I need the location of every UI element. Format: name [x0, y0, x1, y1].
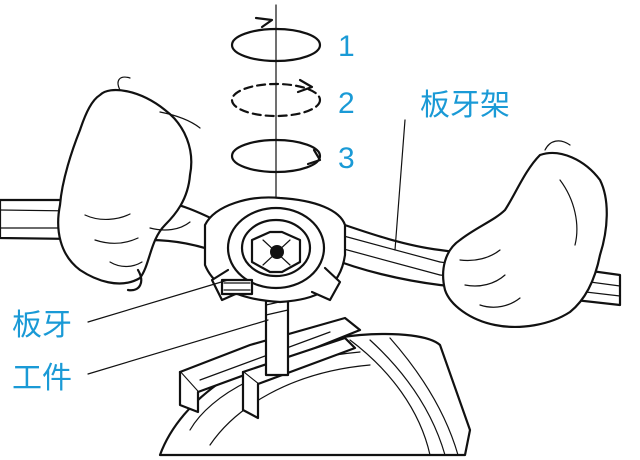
label-die: 板牙: [12, 309, 72, 342]
step-number-3: 3: [338, 142, 355, 175]
label-die-holder: 板牙架: [420, 89, 510, 122]
right-hand: [442, 140, 608, 328]
leader-workpiece: [87, 319, 269, 375]
rotation-arrow-1: [230, 16, 322, 63]
leader-die: [87, 279, 229, 323]
leader-die-holder: [394, 119, 406, 251]
rotation-arrow-3: [230, 138, 322, 174]
step-number-2: 2: [338, 87, 355, 120]
left-hand: [57, 76, 201, 292]
rotation-arrow-2: [230, 78, 322, 118]
label-workpiece: 工件: [12, 362, 72, 395]
die: [250, 230, 302, 274]
step-number-1: 1: [338, 30, 355, 63]
